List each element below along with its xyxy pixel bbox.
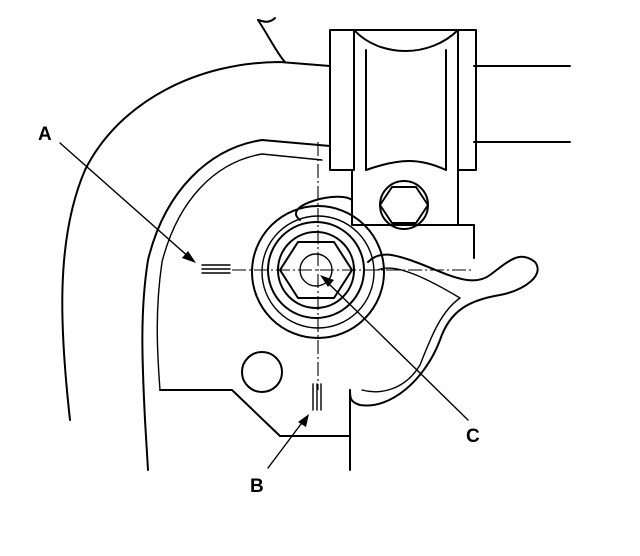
reference-mark-b xyxy=(312,383,322,411)
mounting-plate xyxy=(141,139,353,471)
leader-c xyxy=(320,275,469,421)
bracket-bolt xyxy=(379,180,429,230)
center-lines xyxy=(232,142,474,390)
lever-arm xyxy=(349,253,539,437)
outer-casting xyxy=(61,17,331,421)
clamp-bracket xyxy=(329,29,477,259)
label-c: C xyxy=(466,426,480,447)
leader-a xyxy=(59,142,196,263)
locating-hole xyxy=(241,351,283,393)
shaft xyxy=(473,65,571,143)
reference-mark-a xyxy=(201,264,231,274)
label-a: A xyxy=(38,124,52,145)
label-b: B xyxy=(250,476,264,497)
leader-b xyxy=(267,414,309,469)
